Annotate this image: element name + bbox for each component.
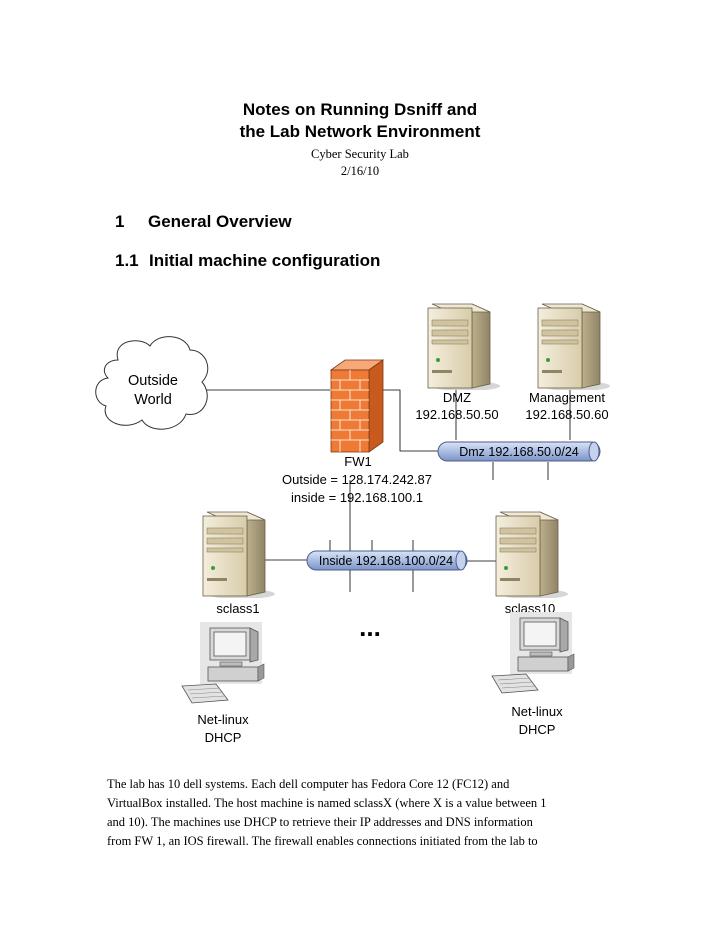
sclass1-server-icon [202,511,275,598]
document-title-line-1: Notes on Running Dsniff and [242,100,478,119]
more-hosts-ellipsis: ... [359,612,381,642]
section-number: 1.1 [115,251,139,270]
firewall-inside-ip: inside = 192.168.100.1 [291,490,423,505]
sclass1-label: sclass1 [216,601,259,616]
dmz-server-ip: 192.168.50.50 [415,407,498,422]
section-number: 1 [115,212,125,231]
client-right-label-line-1: Net-linux [511,704,563,719]
paragraph-line: from FW 1, an IOS firewall. The firewall… [107,834,538,848]
dmz-bus-label: Dmz 192.168.50.0/24 [459,445,579,459]
dmz-server-name: DMZ [443,390,471,405]
firewall-icon [329,359,385,453]
dmz-server-icon [427,303,500,390]
document-organization: Cyber Security Lab [311,147,409,161]
net-linux-right-pc-icon [491,611,575,694]
management-server-icon [537,303,610,390]
paragraph-line: VirtualBox installed. The host machine i… [107,796,547,810]
inside-network-bus: Inside 192.168.100.0/24 [306,550,468,571]
client-right-label-line-2: DHCP [519,722,556,737]
management-server-name: Management [529,390,605,405]
section-title: General Overview [148,212,292,231]
dmz-network-bus: Dmz 192.168.50.0/24 [437,441,601,462]
sclass10-server-icon [495,511,568,598]
outside-world-cloud: Outside World [95,336,209,430]
cloud-label-line-1: Outside [128,373,178,389]
firewall-name: FW1 [344,454,371,469]
section-title: Initial machine configuration [149,251,381,270]
firewall-outside-ip: Outside = 128.174.242.87 [282,472,432,487]
document-title-line-2: the Lab Network Environment [239,122,481,141]
document-date: 2/16/10 [340,164,380,178]
cloud-label-line-2: World [134,392,172,408]
section-heading-1-1: 1.1 Initial machine configuration [115,251,380,271]
client-left-label-line-2: DHCP [205,730,242,745]
paragraph-line: The lab has 10 dell systems. Each dell c… [107,777,510,791]
net-linux-left-pc-icon [181,621,265,704]
client-left-label-line-1: Net-linux [197,712,249,727]
section-heading-1: 1 General Overview [115,212,292,232]
management-server-ip: 192.168.50.60 [525,407,608,422]
paragraph-line: and 10). The machines use DHCP to retrie… [107,815,533,829]
inside-bus-label: Inside 192.168.100.0/24 [319,554,453,568]
body-paragraph: The lab has 10 dell systems. Each dell c… [107,775,627,851]
